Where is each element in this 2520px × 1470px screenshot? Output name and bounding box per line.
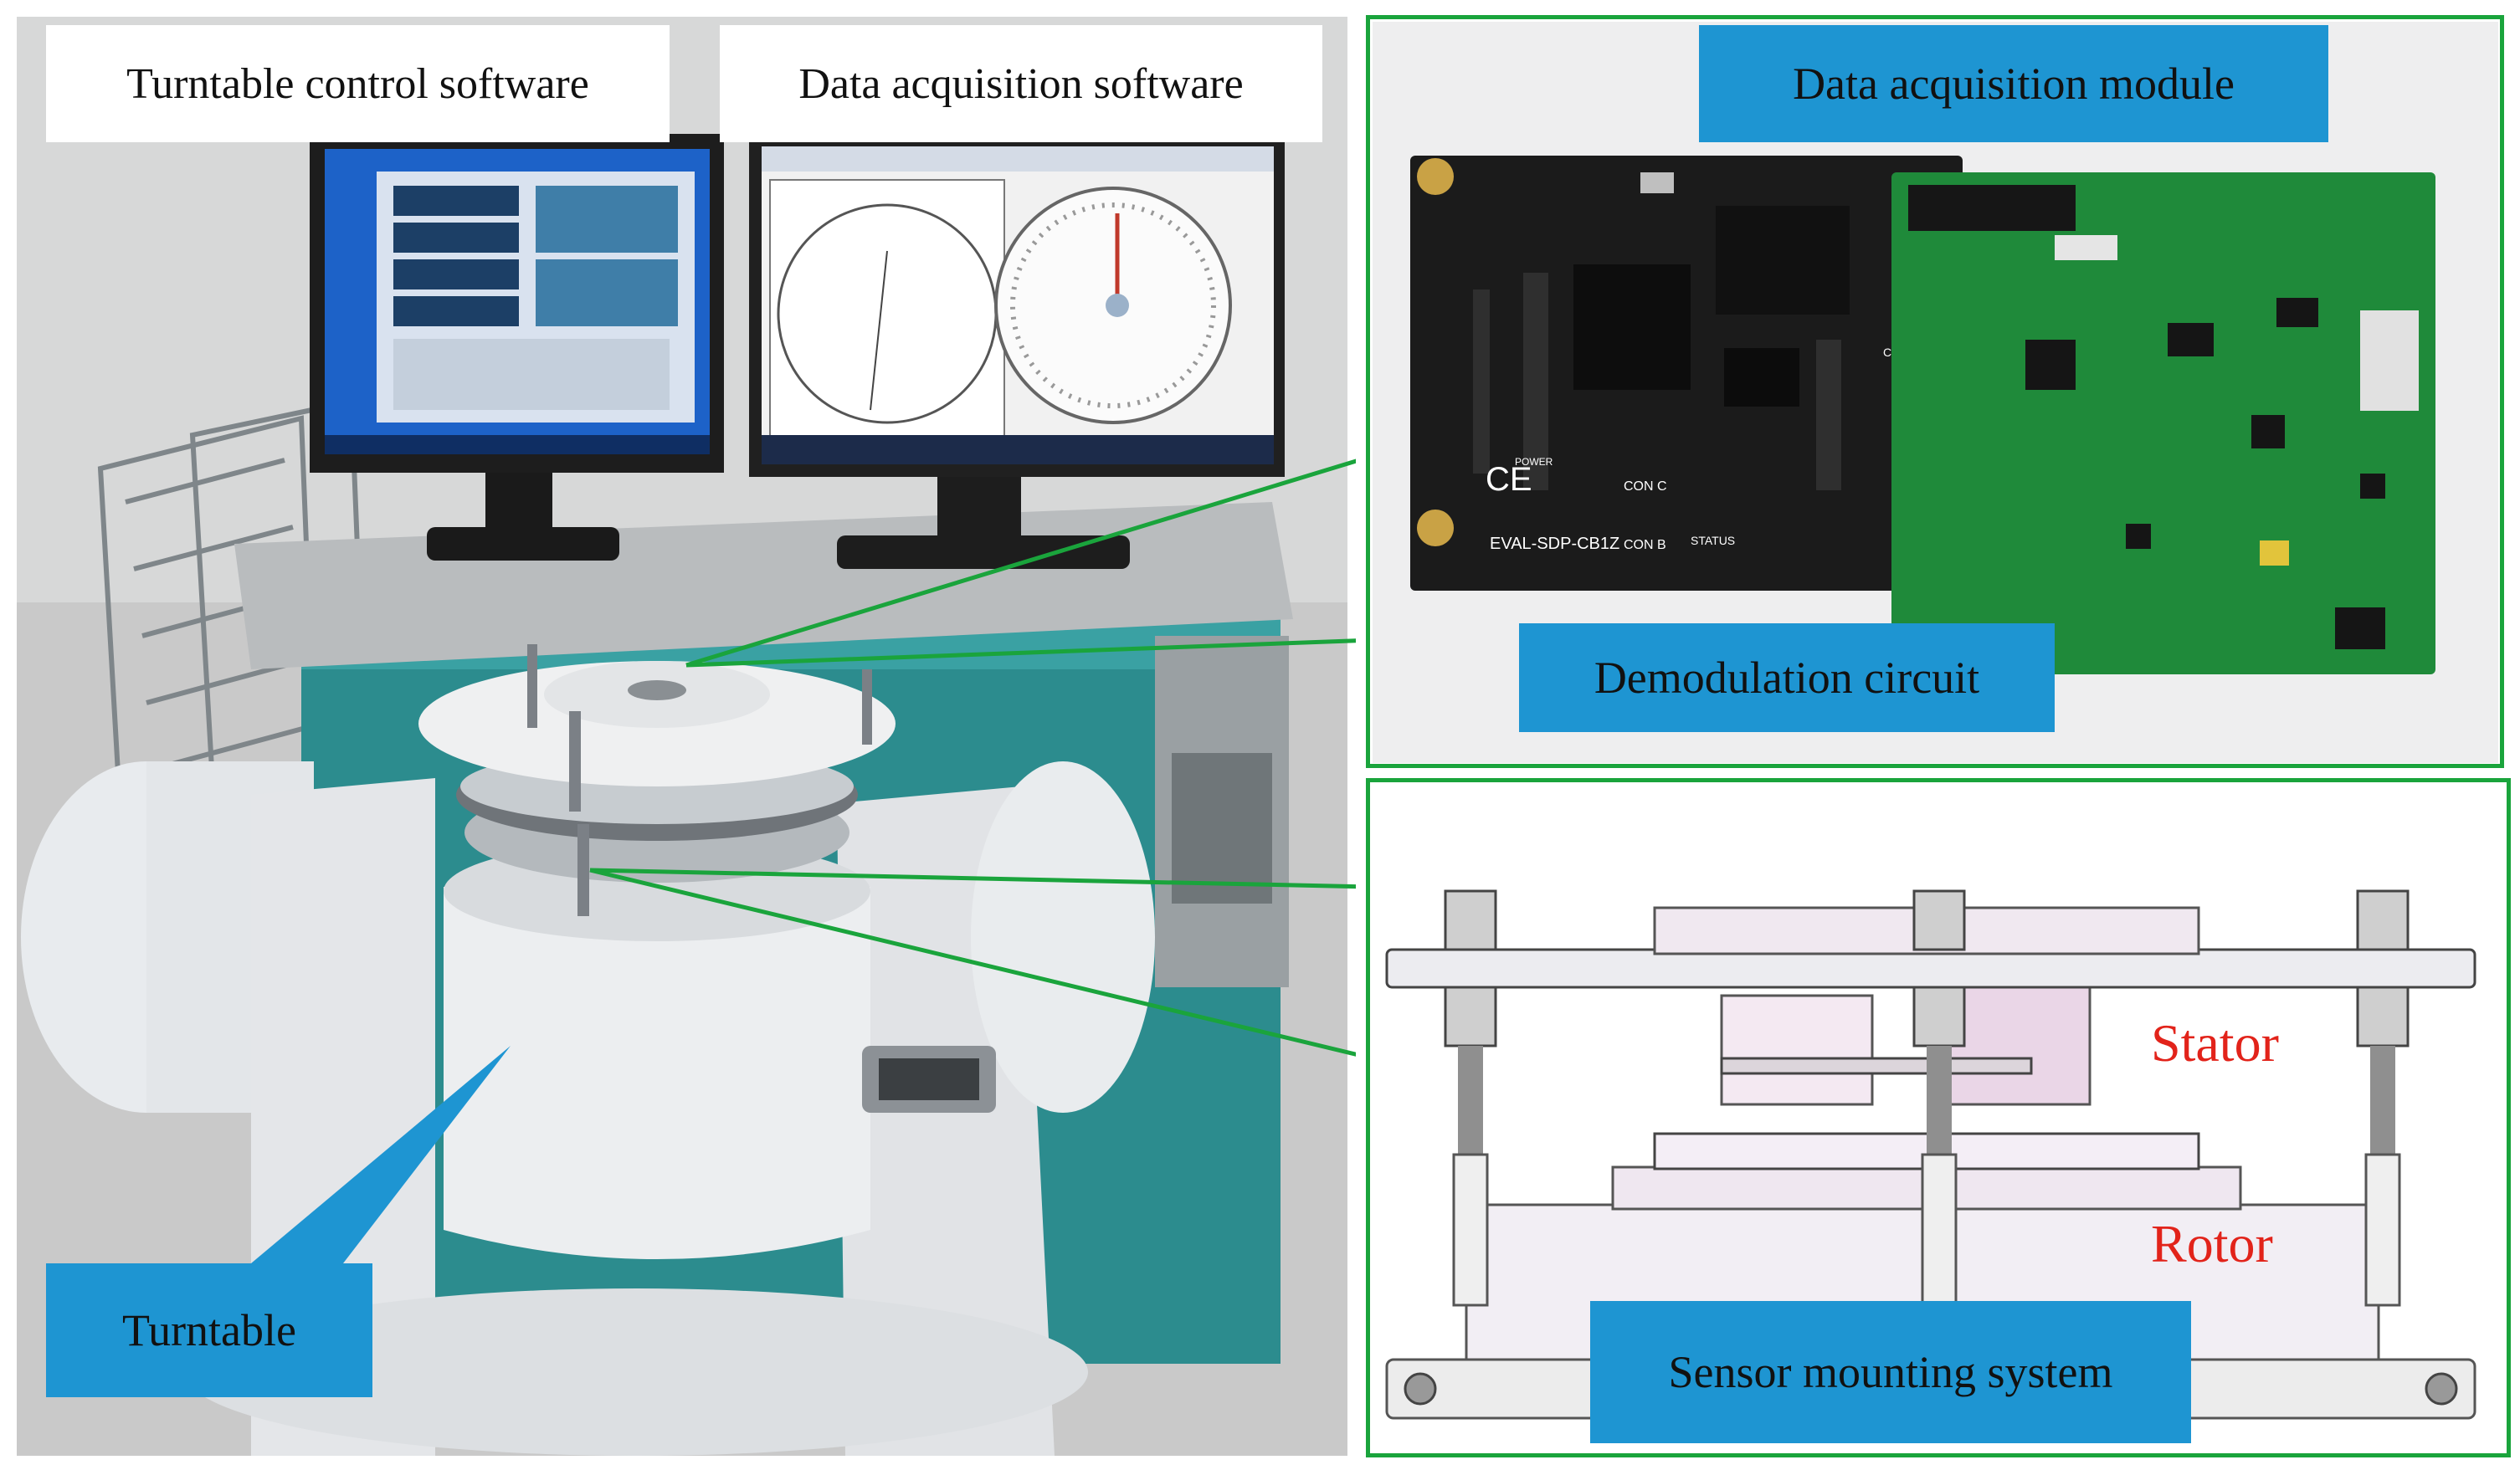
stator-label: Stator: [2151, 1013, 2279, 1073]
stator-plate: [1720, 1057, 2033, 1075]
rotor-label: Rotor: [2151, 1214, 2273, 1273]
top-plate: [1385, 948, 2476, 989]
monitor-right: [749, 125, 1285, 569]
turntable-control-software-label: Turntable control software: [46, 25, 670, 142]
demodulation-circuit-label: Demodulation circuit: [1519, 623, 2055, 732]
board-label-con-c: CON C: [1624, 479, 1667, 494]
pcb-panel-frame: [1366, 15, 2504, 768]
monitor-left: [310, 134, 724, 561]
board-label-eval: EVAL-SDP-CB1Z: [1490, 535, 1619, 553]
demodulation-board: [1891, 172, 2435, 674]
board-label-status: STATUS: [1691, 534, 1735, 547]
turntable-label: Turntable: [46, 1263, 372, 1397]
turntable-drum: [444, 887, 870, 1259]
cad-panel-frame: [1366, 778, 2511, 1457]
sensor-mount-drawing: [1370, 782, 2507, 1453]
board-label-ce: CE: [1486, 461, 1532, 498]
sensor-mounting-system-label: Sensor mounting system: [1590, 1301, 2191, 1443]
leader-lines: [589, 458, 1356, 1057]
data-acquisition-module-label: Data acquisition module: [1699, 25, 2328, 142]
board-label-con-b: CON B: [1624, 538, 1666, 552]
board-label-power: POWER: [1515, 456, 1553, 468]
data-acquisition-software-label: Data acquisition software: [720, 25, 1322, 142]
